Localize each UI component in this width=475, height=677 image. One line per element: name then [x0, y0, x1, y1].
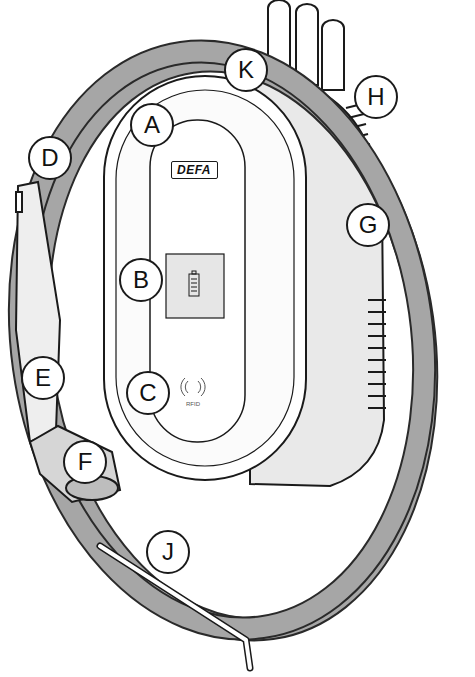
rfid-label: RFID	[186, 401, 200, 407]
callout-circle: C	[126, 371, 170, 415]
callout-circle: E	[21, 356, 65, 400]
callout-letter: B	[133, 268, 149, 292]
callout-circle: B	[119, 258, 163, 302]
callout-letter: F	[78, 450, 93, 474]
front-bezel	[104, 76, 306, 480]
rfid-symbol	[181, 378, 205, 396]
callout-letter: G	[359, 213, 378, 237]
charging-plug	[16, 182, 120, 502]
callout-letter: A	[144, 113, 160, 137]
callout-circle: K	[224, 48, 268, 92]
brand-logo: DEFA	[177, 164, 211, 176]
callout-letter: J	[162, 540, 174, 564]
callout-letter: C	[139, 381, 156, 405]
callout-letter: E	[35, 366, 51, 390]
callout-circle: G	[346, 203, 390, 247]
battery-icon	[189, 271, 199, 296]
status-display	[166, 254, 224, 318]
callout-letter: H	[367, 85, 384, 109]
callout-letter: D	[41, 146, 58, 170]
callout-circle: F	[63, 440, 107, 484]
callout-circle: H	[354, 75, 398, 119]
callout-circle: J	[146, 530, 190, 574]
logo-badge: DEFA	[171, 161, 218, 179]
front-face	[116, 90, 294, 466]
callout-circle: D	[28, 136, 72, 180]
coiled-cable	[0, 25, 462, 655]
callout-circle: A	[130, 103, 174, 147]
callout-letter: K	[238, 58, 254, 82]
